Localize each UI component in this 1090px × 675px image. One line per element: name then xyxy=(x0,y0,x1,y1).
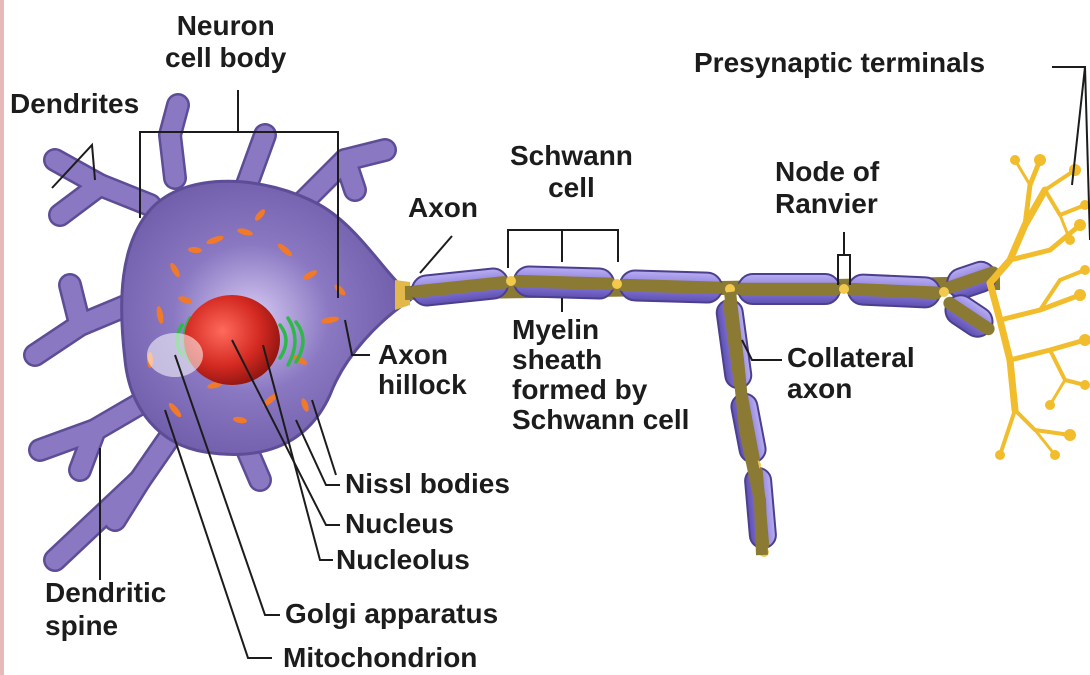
label-nissl-bodies: Nissl bodies xyxy=(345,468,510,500)
node-of-ranvier-gap xyxy=(612,279,622,289)
label-mitochondrion: Mitochondrion xyxy=(283,642,477,674)
presynaptic-terminals-shape xyxy=(990,160,1085,455)
label-nucleolus: Nucleolus xyxy=(336,544,470,576)
label-collateral-axon: Collateral axon xyxy=(787,342,915,404)
label-golgi-apparatus: Golgi apparatus xyxy=(285,598,498,630)
node-of-ranvier-gap xyxy=(839,284,849,294)
label-dendritic-spine: Dendritic spine xyxy=(45,576,166,642)
label-presynaptic-terminals: Presynaptic terminals xyxy=(694,47,985,79)
label-axon: Axon xyxy=(408,192,478,224)
label-myelin-sheath: Myelin sheath formed by Schwann cell xyxy=(512,315,689,435)
axon-shape xyxy=(405,258,1000,557)
label-node-of-ranvier: Node of Ranvier xyxy=(775,156,879,220)
axon-core-segment xyxy=(518,281,610,284)
label-schwann-cell: Schwann cell xyxy=(510,140,633,204)
label-axon-hillock: Axon hillock xyxy=(378,340,467,400)
node-of-ranvier-gap xyxy=(939,287,949,297)
node-of-ranvier-gap xyxy=(506,276,516,286)
label-dendrites: Dendrites xyxy=(10,88,139,120)
label-nucleus: Nucleus xyxy=(345,508,454,540)
axon-core-segment xyxy=(852,289,937,293)
label-neuron-cell-body: Neuron cell body xyxy=(165,10,286,74)
axon-core-segment xyxy=(624,285,718,288)
